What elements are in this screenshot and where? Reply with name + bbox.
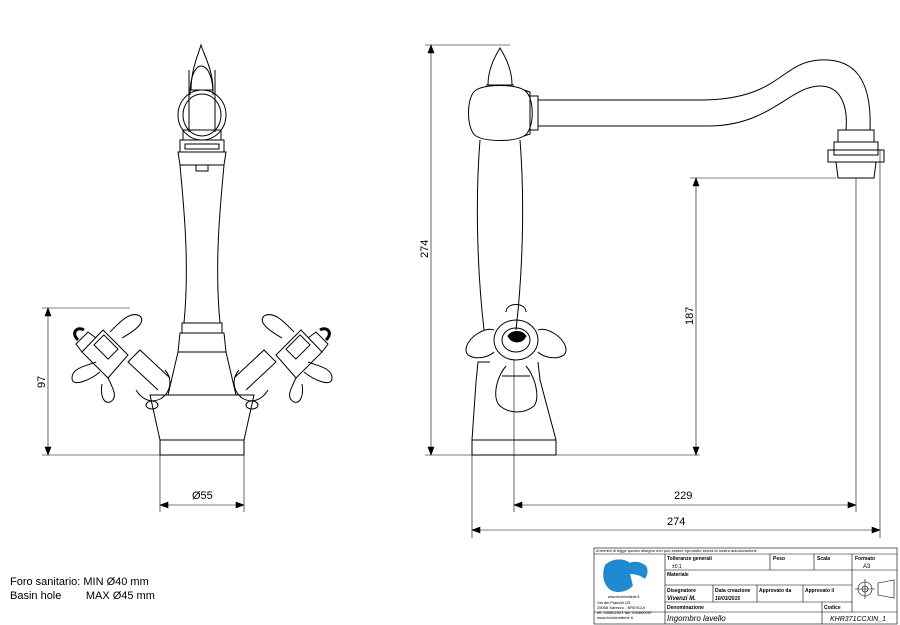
denominazione-value: Ingombro lavello — [667, 614, 726, 623]
basin-hole-note-line-1: Foro sanitario: MIN Ø40 mm — [10, 576, 149, 588]
codice-label: Codice — [824, 605, 841, 611]
denominazione-label: Denominazione — [667, 605, 704, 611]
formato-value: A3 — [863, 564, 871, 570]
company-logo — [603, 559, 650, 593]
company-site: www.ibrubinetterie.it — [608, 595, 639, 599]
title-block — [593, 547, 898, 625]
address-line-2: 25068 Sarezzo - BRESCIA — [597, 605, 645, 610]
title-warning: A termini di legge questo disegno non pu… — [596, 548, 758, 553]
disegnatore-value: Vivenzi M. — [667, 596, 696, 602]
dim-side-reach: 229 — [674, 490, 692, 502]
address-line-4: www.ibrubinetterie.it — [597, 615, 634, 620]
dim-front-base-width: Ø55 — [192, 490, 213, 502]
data-creazione-label: Data creazione — [715, 588, 751, 594]
codice-value: KHR371CCXIN_1 — [830, 616, 886, 623]
front-dimension-lines — [42, 307, 245, 512]
basin-hole-note-line-2: Basin hole MAX Ø45 mm — [10, 590, 155, 602]
side-view-faucet — [465, 47, 885, 456]
disegnatore-label: Disegnatore — [667, 588, 696, 594]
tolleranze-value: ±0,1 — [672, 564, 682, 570]
dim-side-total-width: 274 — [667, 516, 685, 528]
address-line-1: Via dei Pianotti 1/5 — [597, 600, 631, 605]
tolleranze-label: Tolleranze generali — [667, 556, 713, 562]
materiale-label: Materiale — [667, 572, 689, 578]
front-view-faucet — [71, 43, 333, 456]
side-dimension-lines — [425, 44, 881, 538]
dim-side-total-height: 274 — [419, 240, 431, 258]
address-line-3: tel. 030802321 fax. 030800097 — [597, 610, 653, 615]
dim-side-spout-height: 187 — [684, 307, 696, 325]
scala-label: Scala — [817, 556, 830, 562]
dim-front-height: 97 — [36, 376, 48, 388]
approvato-il-label: Approvato il — [805, 588, 835, 594]
approvato-da-label: Approvato da — [759, 588, 791, 594]
peso-label: Peso — [773, 556, 785, 562]
data-creazione-value: 10/03/2015 — [715, 596, 740, 602]
formato-label: Formato — [855, 556, 875, 562]
